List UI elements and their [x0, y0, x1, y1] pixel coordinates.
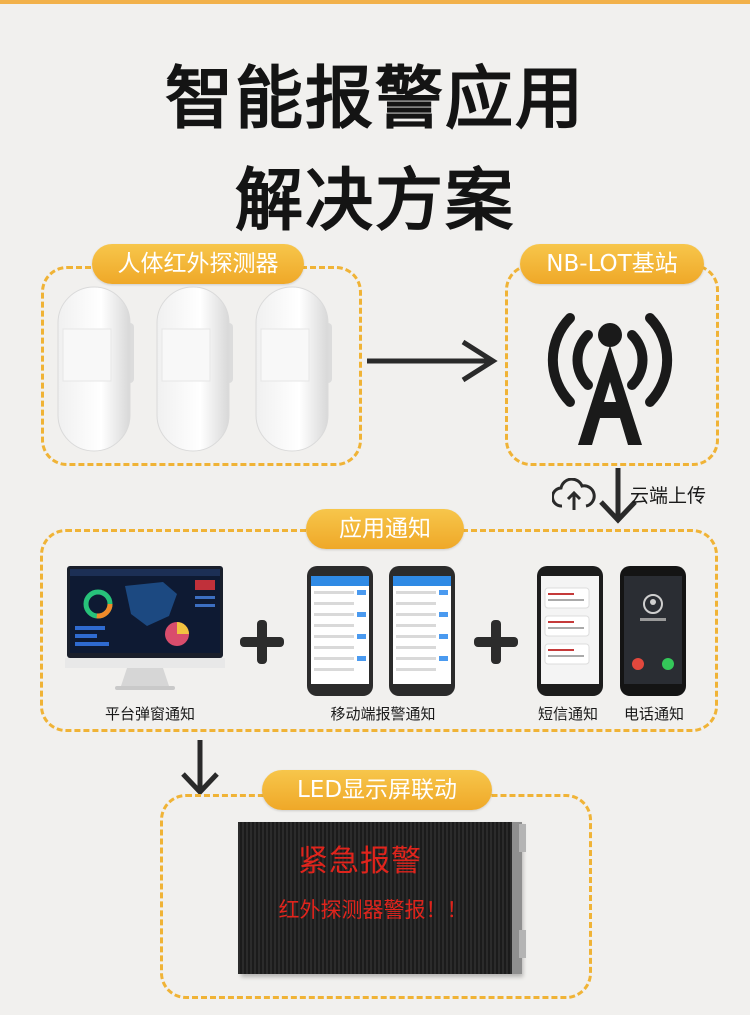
led-bracket-bottom — [519, 930, 526, 958]
led-screen-side — [512, 822, 522, 974]
cloud-upload-label: 云端上传 — [630, 485, 707, 507]
pir-sensor-1 — [57, 286, 134, 452]
arrow-right-icon — [367, 339, 498, 383]
phone-caption: 电话通知 — [623, 705, 684, 723]
plus-icon — [240, 620, 284, 664]
sms-caption: 短信通知 — [537, 705, 598, 723]
arrow-down-icon — [181, 740, 219, 796]
sms-phone-image — [537, 566, 603, 696]
monitor-dashboard-image — [65, 566, 225, 690]
pir-sensor-2 — [156, 286, 233, 452]
led-bracket-top — [519, 824, 526, 852]
app-notice-pill: 应用通知 — [306, 509, 464, 549]
call-phone-image — [620, 566, 686, 696]
led-screen — [238, 822, 520, 974]
mobile-alarm-caption: 移动端报警通知 — [330, 705, 436, 723]
top-accent-bar — [0, 0, 750, 4]
led-pill: LED显示屏联动 — [262, 770, 492, 810]
plus-icon — [474, 620, 518, 664]
led-text-line1: 紧急报警 — [298, 844, 422, 879]
led-text-line2: 红外探测器警报！！ — [278, 898, 468, 922]
detector-pill: 人体红外探测器 — [92, 244, 304, 284]
arrow-down-icon — [599, 468, 637, 524]
mobile-alarm-phones-image — [307, 566, 455, 696]
pir-sensor-3 — [255, 286, 332, 452]
pir-sensors-illustration — [57, 286, 332, 452]
cloud-upload-icon — [552, 478, 596, 510]
page-subtitle: 解决方案 — [234, 162, 515, 241]
platform-popup-caption: 平台弹窗通知 — [104, 705, 195, 723]
base-station-pill: NB-LOT基站 — [520, 244, 704, 284]
page-title: 智能报警应用 — [164, 60, 585, 139]
antenna-tower-icon — [547, 313, 673, 445]
